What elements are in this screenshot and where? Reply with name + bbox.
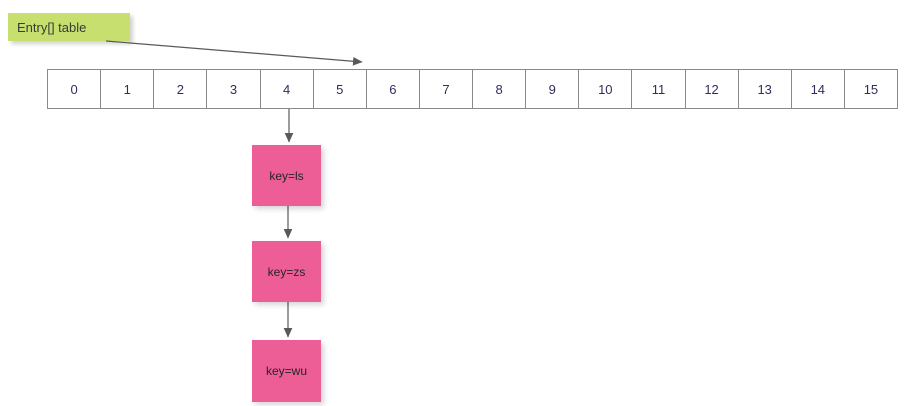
entry-table-label-text: Entry[] table [17, 19, 87, 35]
entry-node[interactable]: key=ls [252, 145, 321, 206]
array-cell[interactable]: 6 [366, 70, 420, 108]
entry-array-table: 0 1 2 3 4 5 6 7 8 9 10 11 12 13 14 15 [47, 69, 898, 109]
entry-node[interactable]: key=zs [252, 241, 321, 302]
array-cell[interactable]: 13 [738, 70, 792, 108]
array-cell[interactable]: 5 [313, 70, 367, 108]
array-cell-index: 10 [598, 81, 613, 97]
array-cell-index: 5 [336, 81, 344, 97]
array-cell-index: 11 [651, 81, 666, 97]
entry-node[interactable]: key=wu [252, 340, 321, 402]
entry-node-label: key=zs [267, 264, 306, 279]
array-cell[interactable]: 0 [48, 70, 102, 108]
array-cell-index: 12 [704, 81, 719, 97]
array-cell[interactable]: 3 [207, 70, 261, 108]
array-cell[interactable]: 12 [685, 70, 739, 108]
array-cell-index: 8 [495, 81, 503, 97]
array-cell[interactable]: 14 [791, 70, 845, 108]
array-cell-index: 13 [757, 81, 772, 97]
array-cell-index: 9 [548, 81, 556, 97]
array-cell[interactable]: 2 [154, 70, 208, 108]
array-cell-index: 0 [70, 81, 78, 97]
array-cell[interactable]: 8 [473, 70, 527, 108]
array-cell-index: 2 [176, 81, 184, 97]
array-cell[interactable]: 11 [632, 70, 686, 108]
array-cell-index: 1 [123, 81, 131, 97]
entry-node-label: key=ls [269, 168, 304, 183]
array-cell-index: 14 [810, 81, 826, 97]
array-cell[interactable]: 10 [579, 70, 633, 108]
array-cell-index: 15 [863, 81, 879, 97]
array-cell[interactable]: 15 [844, 70, 897, 108]
array-cell[interactable]: 9 [526, 70, 580, 108]
entry-table-label: Entry[] table [8, 13, 130, 41]
array-cell-index: 6 [389, 81, 397, 97]
array-cell[interactable]: 7 [419, 70, 473, 108]
callout-arrow [105, 40, 363, 66]
array-cell-index: 3 [229, 81, 238, 97]
entry-node-label: key=wu [265, 364, 308, 378]
array-cell-index: 7 [442, 81, 450, 97]
array-cell[interactable]: 4 [260, 70, 314, 108]
array-cell[interactable]: 1 [101, 70, 155, 108]
array-cell-index: 4 [282, 81, 291, 97]
